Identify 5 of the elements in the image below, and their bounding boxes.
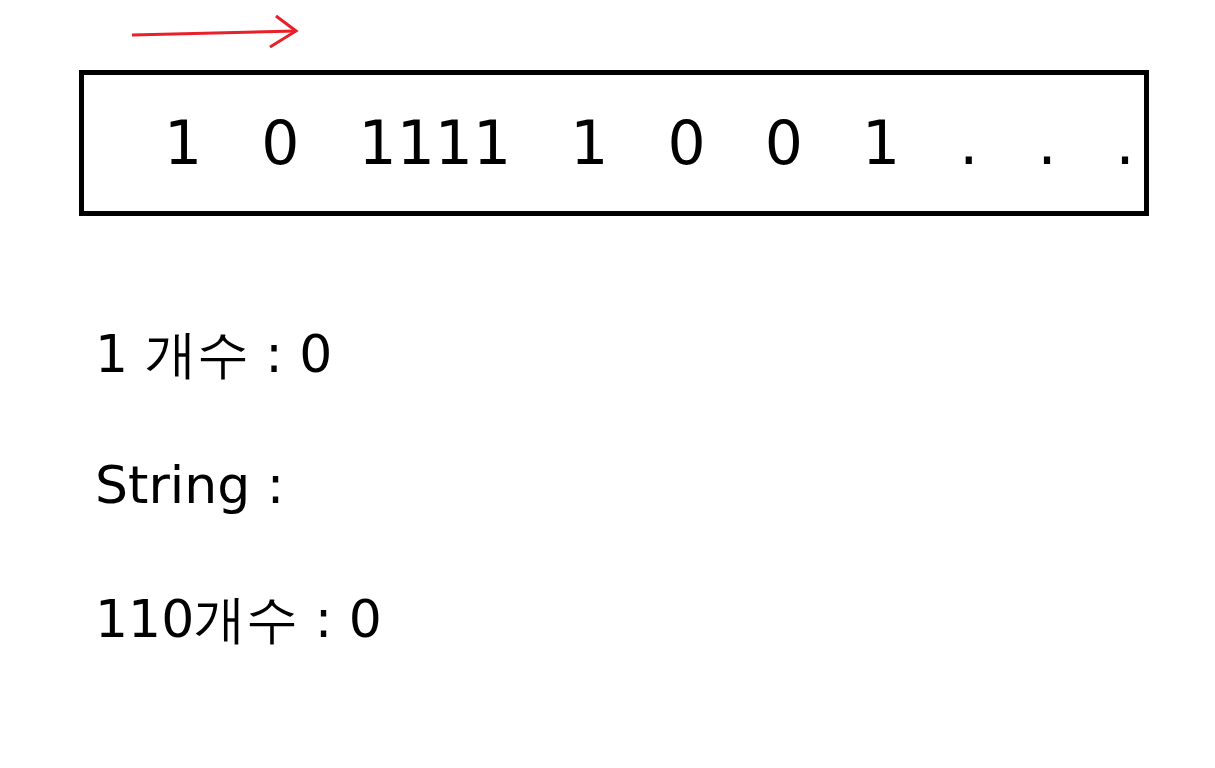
digit-sequence: 1 0 1111 1 0 0 1 . . . [163,108,1135,178]
count-label: 110개수 : 0 [95,588,382,651]
sequence-box [79,70,1149,216]
count-label: 1 개수 : 0 [95,323,333,386]
count-label: String : [95,455,285,515]
